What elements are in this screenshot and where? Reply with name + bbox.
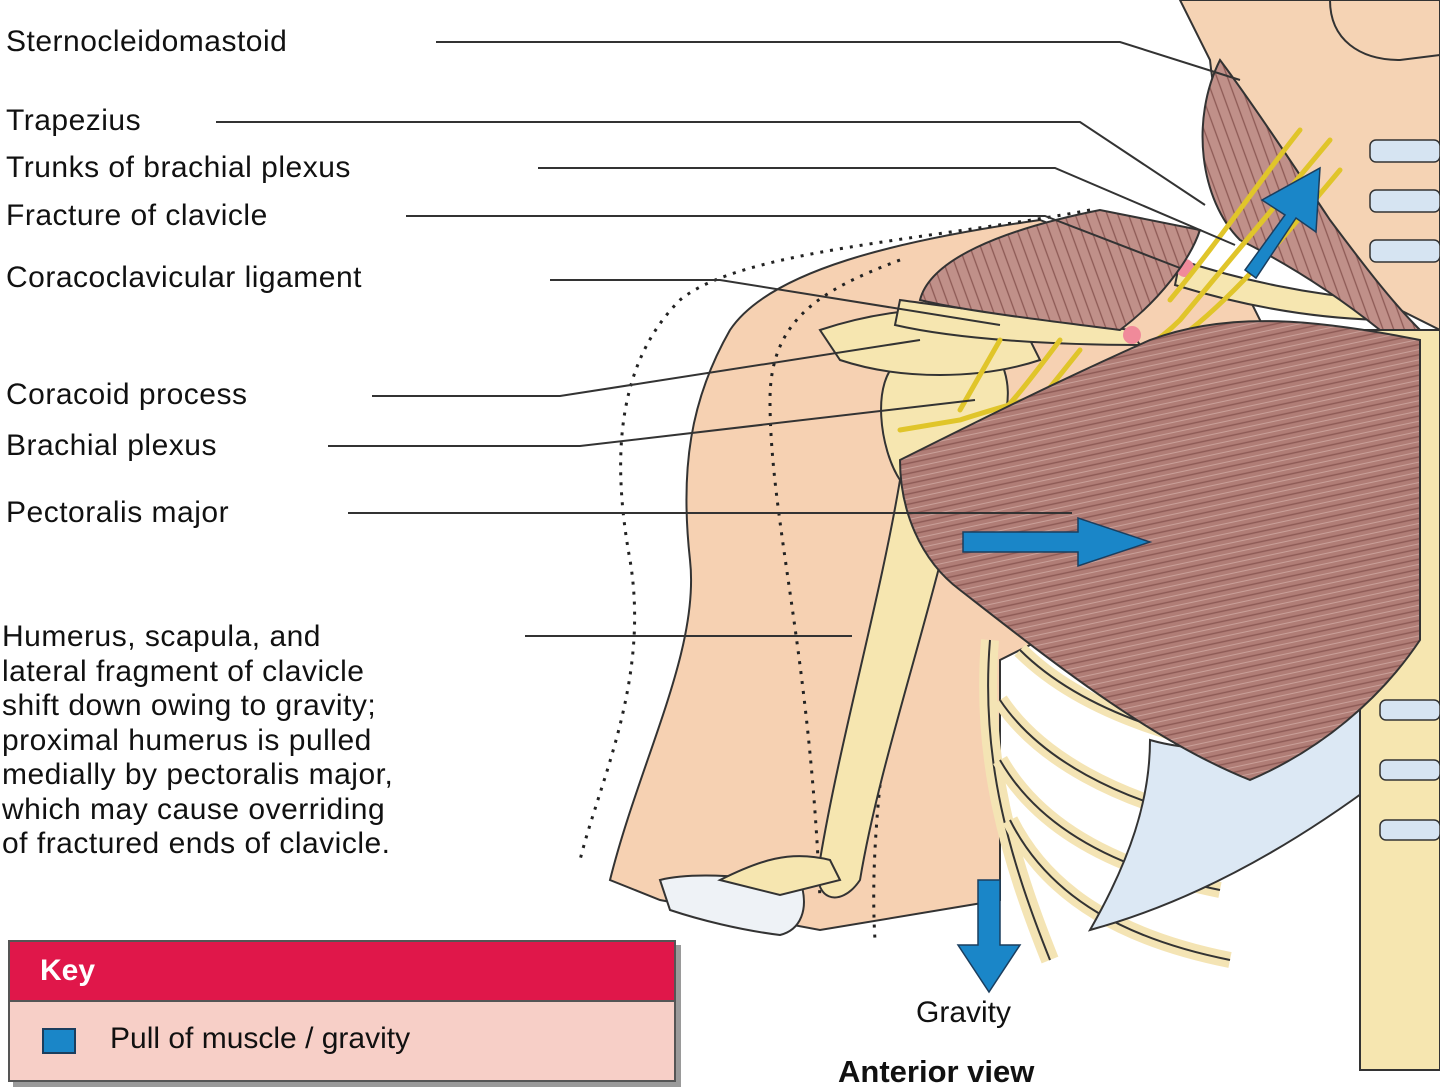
label-coracoclavicular-ligament: Coracoclavicular ligament — [6, 261, 362, 294]
humerus — [817, 344, 1009, 899]
arrow-medial — [962, 516, 1153, 568]
description-line: of fractured ends of clavicle. — [2, 827, 391, 860]
description-line: proximal humerus is pulled — [2, 723, 372, 757]
leader-coracoclavicular — [550, 279, 1001, 326]
jaw-line — [1329, 0, 1440, 62]
pectoralis-major-muscle — [898, 320, 1421, 782]
label-coracoid-process: Coracoid process — [6, 378, 248, 411]
leader-coracoid — [372, 339, 921, 397]
vertebrae — [1369, 139, 1440, 841]
leader-trapezius — [216, 121, 1206, 206]
description-line: lateral fragment of clavicle — [2, 654, 365, 688]
leader-brachial-plexus — [328, 399, 976, 447]
key-blue-swatch-icon — [42, 1028, 76, 1054]
label-sternocleidomastoid: Sternocleidomastoid — [6, 25, 288, 58]
forearm-bone — [717, 855, 842, 897]
key-row: Pull of muscle / gravity — [10, 1002, 674, 1080]
key-item-label: Pull of muscle / gravity — [110, 1022, 411, 1055]
description-line: which may cause overriding — [2, 792, 386, 826]
label-trapezius: Trapezius — [6, 104, 142, 137]
leader-fracture — [406, 215, 1181, 269]
fracture-site-lateral — [1123, 326, 1141, 344]
key-title: Key — [10, 942, 674, 1002]
leader-lines — [216, 41, 1241, 637]
leader-sternocleidomastoid — [436, 41, 1241, 81]
description-paragraph: Humerus, scapula, and lateral fragment o… — [2, 620, 393, 862]
arrow-up-neck — [1243, 166, 1321, 280]
trapezius-muscle — [918, 208, 1202, 332]
description-line: Humerus, scapula, and — [2, 620, 321, 653]
label-trunks-brachial-plexus: Trunks of brachial plexus — [6, 151, 351, 184]
description-line: shift down owing to gravity; — [2, 689, 377, 722]
view-label: Anterior view — [838, 1054, 1035, 1089]
gravity-label: Gravity — [916, 996, 1012, 1029]
label-pectoralis-major: Pectoralis major — [6, 496, 230, 529]
label-fracture-of-clavicle: Fracture of clavicle — [6, 199, 268, 232]
key-legend: Key Pull of muscle / gravity — [8, 940, 676, 1082]
leader-trunks — [538, 167, 1236, 246]
label-brachial-plexus: Brachial plexus — [6, 429, 217, 462]
description-line: medially by pectoralis major, — [2, 758, 394, 791]
arrow-gravity — [956, 879, 1022, 994]
